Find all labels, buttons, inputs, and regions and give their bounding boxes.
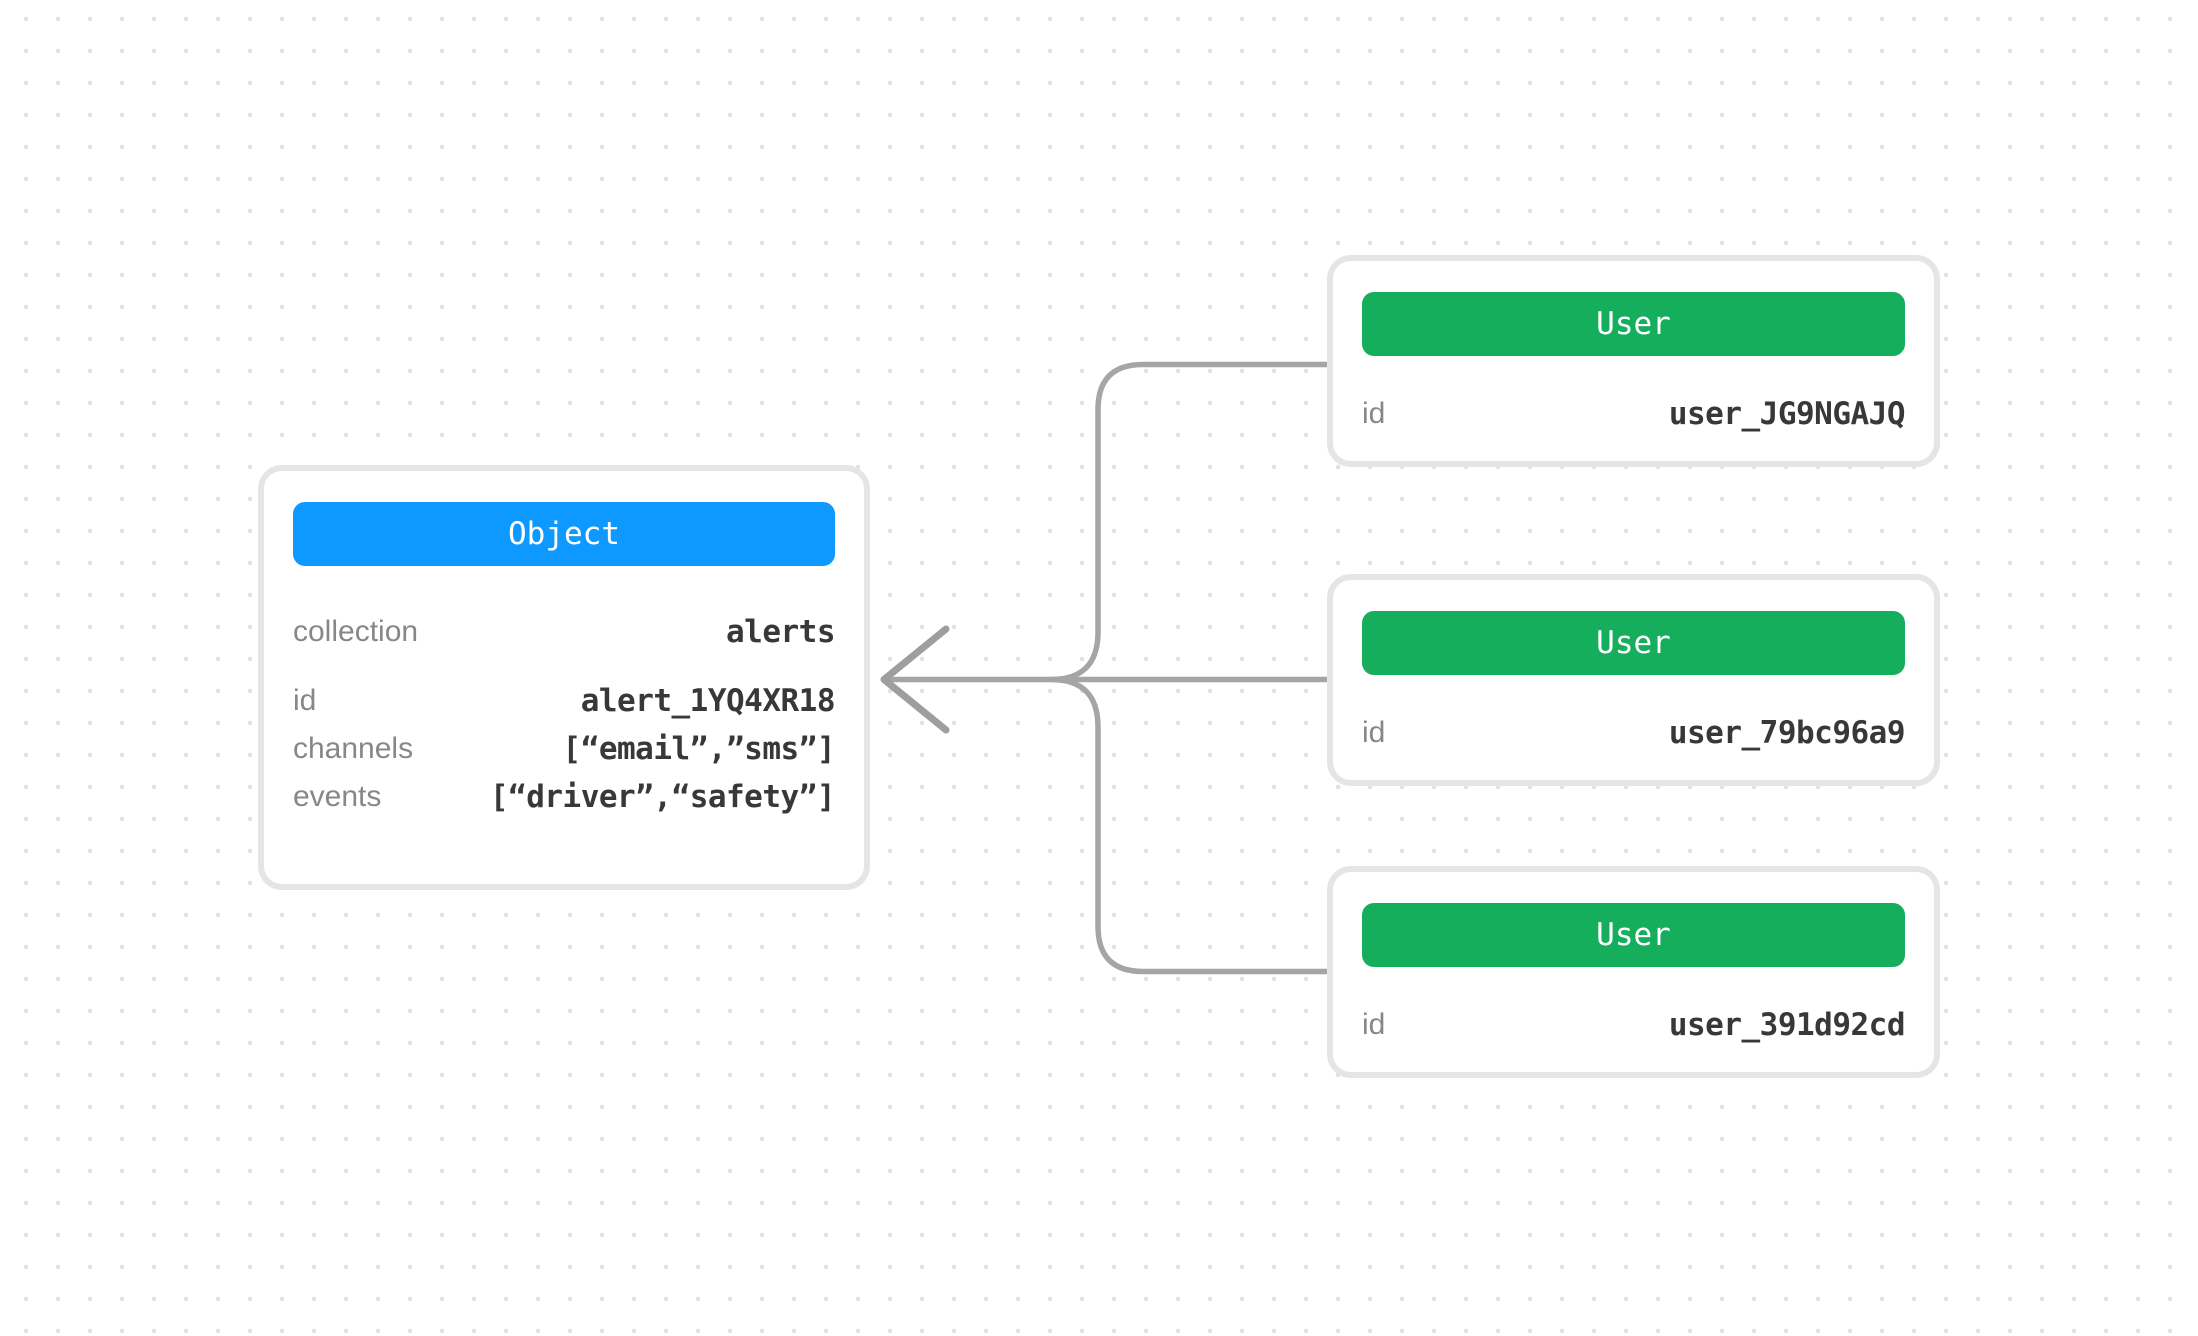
user-card-body: User id user_391d92cd (1333, 903, 1934, 1047)
user-card-3[interactable]: User id user_391d92cd (1327, 866, 1940, 1078)
user-card-2[interactable]: User id user_79bc96a9 (1327, 574, 1940, 786)
user-card-1[interactable]: User id user_JG9NGAJQ (1327, 255, 1940, 467)
user-card-title: User (1596, 306, 1671, 342)
field-label: events (293, 780, 382, 813)
user-card-title: User (1596, 625, 1671, 661)
arrowhead-icon (880, 625, 950, 734)
connector-bottom-branch (1048, 676, 1933, 975)
user-card-body: User id user_79bc96a9 (1333, 611, 1934, 755)
connector-top-branch (1048, 361, 1933, 683)
field-value: user_JG9NGAJQ (1668, 396, 1906, 432)
object-field-channels: channels [“email”,”sms”] (293, 727, 836, 771)
field-value: [“email”,”sms”] (562, 731, 836, 767)
object-card[interactable]: Object collection alerts id alert_1YQ4XR… (258, 465, 870, 890)
field-label: id (293, 684, 317, 717)
field-value: user_79bc96a9 (1668, 715, 1906, 751)
object-card-header: Object (293, 502, 835, 566)
object-card-body: Object collection alerts id alert_1YQ4XR… (264, 502, 864, 819)
field-value: user_391d92cd (1668, 1007, 1906, 1043)
field-label: channels (293, 732, 414, 765)
user-field-id: id user_79bc96a9 (1362, 711, 1906, 755)
object-field-collection: collection alerts (293, 610, 835, 654)
user-field-id: id user_JG9NGAJQ (1362, 392, 1906, 436)
object-field-id: id alert_1YQ4XR18 (293, 679, 836, 723)
object-card-title: Object (508, 516, 620, 552)
user-card-title: User (1596, 917, 1671, 953)
object-field-events: events [“driver”,“safety”] (293, 775, 836, 819)
user-card-header: User (1362, 611, 1905, 675)
user-card-header: User (1362, 903, 1905, 967)
field-label: collection (293, 615, 419, 648)
field-value: [“driver”,“safety”] (489, 779, 836, 815)
user-field-id: id user_391d92cd (1362, 1003, 1906, 1047)
field-value: alert_1YQ4XR18 (580, 683, 836, 719)
user-card-header: User (1362, 292, 1905, 356)
field-label: id (1362, 397, 1386, 430)
field-label: id (1362, 1008, 1386, 1041)
user-card-body: User id user_JG9NGAJQ (1333, 292, 1934, 436)
field-value: alerts (726, 614, 835, 650)
field-label: id (1362, 716, 1386, 749)
